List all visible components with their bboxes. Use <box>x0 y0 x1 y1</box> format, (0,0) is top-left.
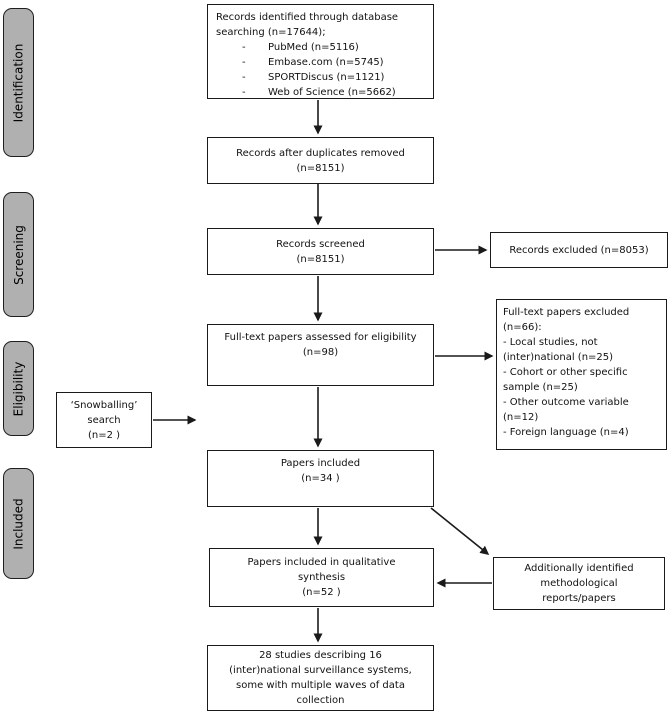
stage-identification: Identification <box>3 8 34 157</box>
box-additional-reports: Additionally identified methodological r… <box>493 557 665 610</box>
box-fulltext-excluded: Full-text papers excluded (n=66): - Loca… <box>496 299 667 450</box>
list-item-label: Embase.com (n=5745) <box>268 57 384 68</box>
bullet-dash: - <box>242 87 246 98</box>
box-heading: Records identified through database sear… <box>216 12 399 38</box>
list-item-label: Web of Science (n=5662) <box>268 87 396 98</box>
box-duplicates-removed: Records after duplicates removed (n=8151… <box>207 137 434 184</box>
list-item: - SPORTDiscus (n=1121) <box>216 70 425 85</box>
box-text: Additionally identified methodological r… <box>524 563 634 604</box>
box-text: Full-text papers excluded (n=66): - Loca… <box>503 307 630 438</box>
box-text: Papers included (n=34 ) <box>280 458 361 484</box>
bullet-dash: - <box>242 57 246 68</box>
box-final-summary: 28 studies describing 16 (inter)national… <box>207 645 434 711</box>
box-records-screened: Records screened (n=8151) <box>207 228 434 275</box>
box-text: Papers included in qualitative synthesis… <box>247 557 396 598</box>
box-qualitative-synthesis: Papers included in qualitative synthesis… <box>209 548 434 607</box>
box-papers-included: Papers included (n=34 ) <box>207 450 434 507</box>
box-text: Records excluded (n=8053) <box>509 244 649 256</box>
stage-eligibility: Eligibility <box>3 341 34 436</box>
box-text: Full-text papers assessed for eligibilit… <box>224 332 417 358</box>
box-fulltext-assessed: Full-text papers assessed for eligibilit… <box>207 324 434 386</box>
list-item: - Web of Science (n=5662) <box>216 85 425 100</box>
list-item-label: PubMed (n=5116) <box>268 42 359 53</box>
stage-label: Identification <box>11 43 26 122</box>
box-text: 28 studies describing 16 (inter)national… <box>229 650 412 706</box>
stage-label: Screening <box>11 224 26 285</box>
stage-included: Included <box>3 468 34 579</box>
stage-label: Eligibility <box>11 361 26 416</box>
stage-label: Included <box>11 497 26 550</box>
box-text: ‘Snowballing’ search (n=2 ) <box>70 399 138 441</box>
list-item: - PubMed (n=5116) <box>216 40 425 55</box>
stage-screening: Screening <box>3 192 34 317</box>
box-records-excluded: Records excluded (n=8053) <box>490 232 668 268</box>
box-text: Records after duplicates removed (n=8151… <box>236 147 405 174</box>
box-records-identified: Records identified through database sear… <box>207 4 434 99</box>
bullet-dash: - <box>242 42 246 53</box>
arrow-included-to-additional <box>430 507 490 555</box>
bullet-dash: - <box>242 72 246 83</box>
box-snowballing-search: ‘Snowballing’ search (n=2 ) <box>56 392 152 448</box>
box-text: Records screened (n=8151) <box>276 238 365 265</box>
list-item-label: SPORTDiscus (n=1121) <box>268 72 385 83</box>
list-item: - Embase.com (n=5745) <box>216 55 425 70</box>
